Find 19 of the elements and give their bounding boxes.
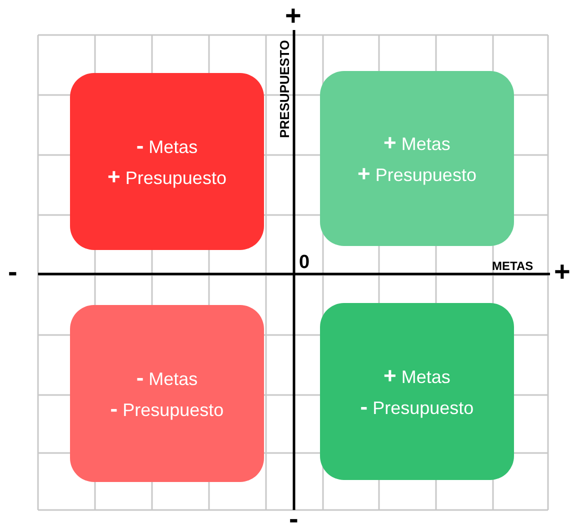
origin-label: 0 bbox=[299, 253, 310, 272]
axis-sign: - bbox=[289, 505, 298, 527]
quadrant-label: - Metas bbox=[136, 132, 198, 160]
quadrant-box bbox=[70, 73, 264, 250]
quadrant-box bbox=[320, 71, 514, 246]
axis-title: METAS bbox=[492, 260, 534, 272]
quadrant-label: + Metas bbox=[384, 362, 450, 390]
axis-sign: + bbox=[285, 2, 302, 30]
axis-sign: - bbox=[8, 258, 18, 286]
axis-title: PRESUPUESTO bbox=[278, 40, 291, 138]
quadrant-label: + Presupuesto bbox=[108, 162, 226, 190]
quadrant-box bbox=[70, 305, 264, 482]
quadrant-label: - Presupuesto bbox=[110, 394, 224, 422]
quadrant-label: - Metas bbox=[136, 364, 198, 392]
quadrant-box bbox=[320, 303, 514, 480]
quadrant-label: + Metas bbox=[384, 128, 450, 156]
quadrant-label: + Presupuesto bbox=[358, 160, 476, 188]
axis-sign: + bbox=[554, 258, 570, 286]
quadrant-label: - Presupuesto bbox=[360, 392, 474, 420]
